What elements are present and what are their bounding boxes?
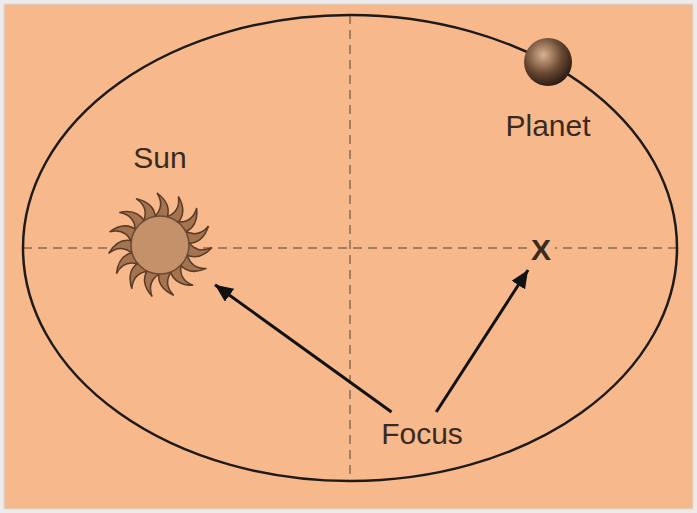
planet-symbol — [524, 38, 572, 86]
pointer-arrow — [215, 285, 392, 412]
focus-mark-node: X — [525, 230, 557, 270]
planet-node: Planet — [493, 36, 603, 144]
background-panel — [4, 4, 693, 509]
node-label: X — [527, 232, 555, 268]
minor-axis — [349, 15, 351, 481]
node-label: Focus — [360, 416, 485, 452]
pointer-arrow — [436, 270, 528, 412]
node-label: Sun — [105, 140, 215, 176]
sun-symbol — [107, 193, 212, 298]
sun-body — [131, 216, 189, 274]
focus-label-node: Focus — [360, 412, 485, 456]
sun-node: Sun — [105, 140, 215, 300]
orbit-ellipse — [23, 15, 677, 481]
node-label: Planet — [493, 108, 603, 144]
